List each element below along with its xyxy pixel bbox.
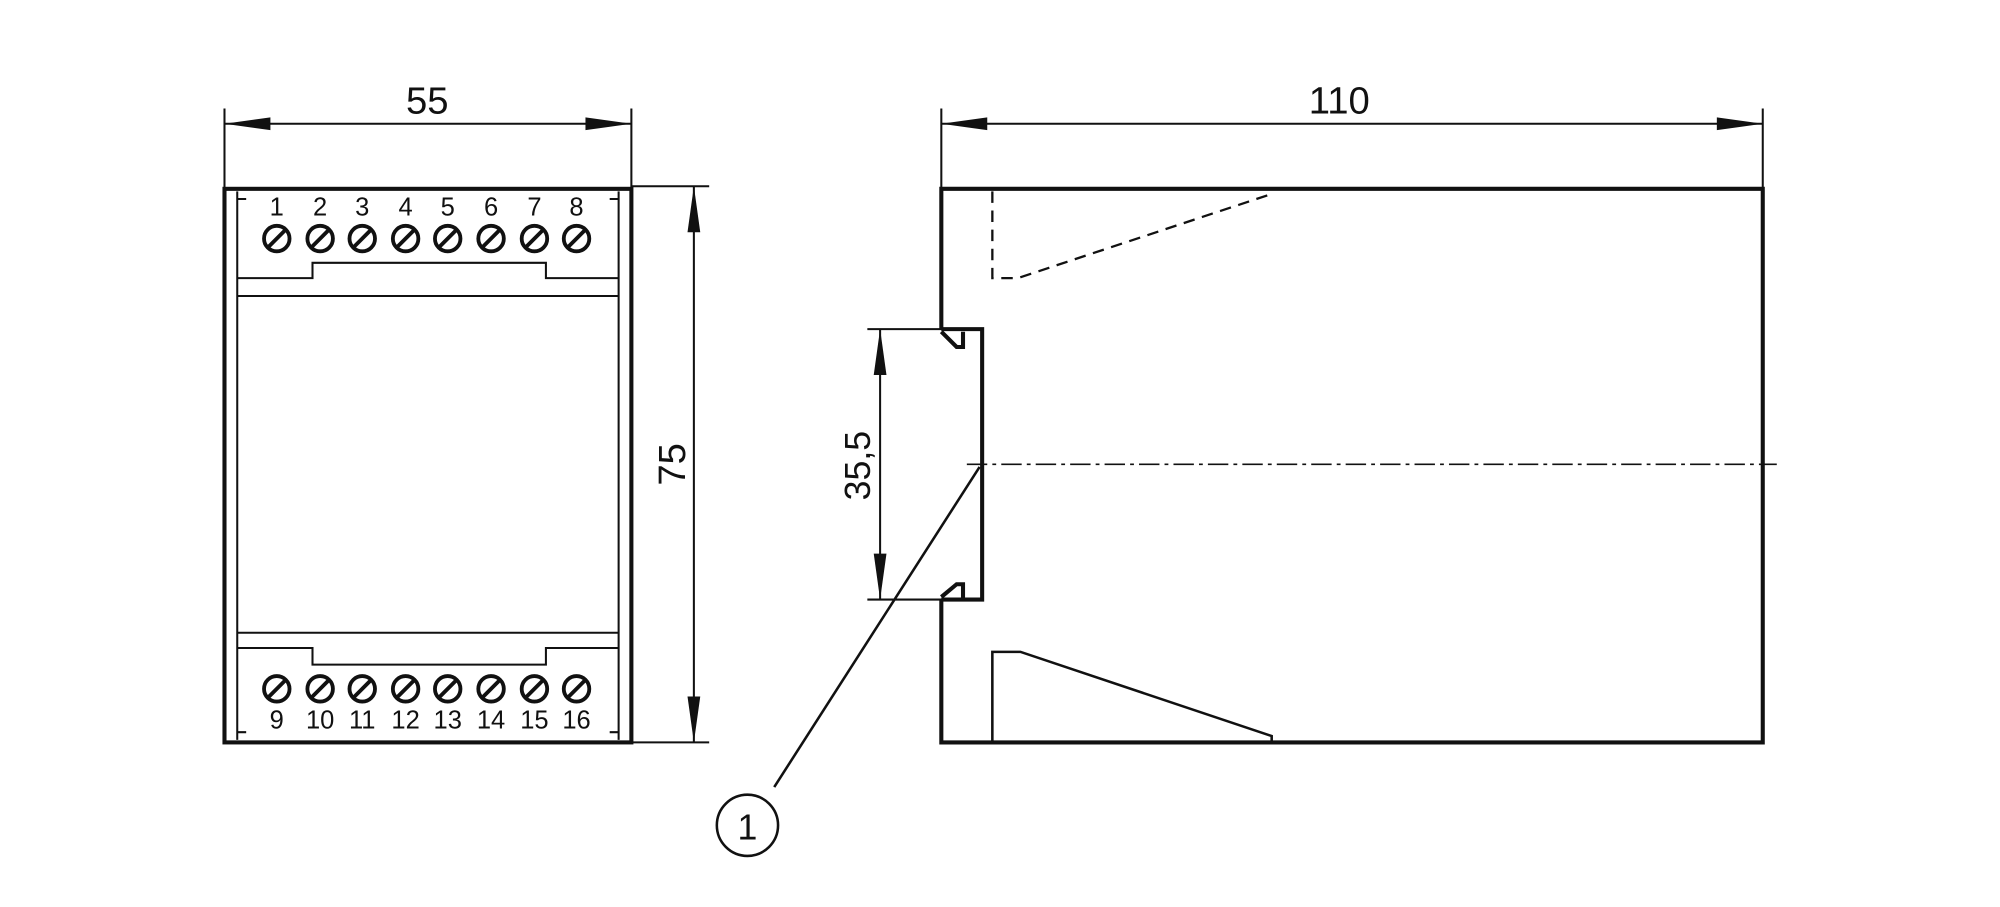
screw-slot-icon — [480, 678, 502, 700]
terminal: 15 — [519, 674, 550, 734]
terminal: 9 — [262, 674, 292, 734]
screw-slot-icon — [524, 678, 545, 700]
side-housing-outline — [939, 186, 1765, 745]
terminal-number: 8 — [569, 194, 583, 222]
terminal: 16 — [561, 674, 592, 734]
terminal-number: 6 — [484, 194, 498, 222]
terminal-number: 3 — [355, 194, 369, 222]
latch-profile — [991, 650, 1273, 743]
screw-slot-icon — [351, 678, 373, 700]
terminal-number: 1 — [270, 194, 284, 222]
terminal: 3 — [347, 194, 377, 254]
screw-icon — [390, 674, 421, 704]
terminal-number: 13 — [434, 706, 462, 734]
bottom-terminal-cover — [237, 646, 619, 666]
terminal-number: 4 — [399, 194, 413, 222]
front-housing-outline — [222, 186, 634, 745]
arrow-head — [585, 117, 632, 131]
screw-slot-icon — [566, 228, 587, 249]
screw-icon — [347, 674, 377, 704]
dim-55-label: 55 — [406, 80, 449, 123]
screw-slot-icon — [480, 228, 502, 249]
terminal: 6 — [476, 194, 506, 254]
terminal-number: 15 — [520, 706, 548, 734]
screw-slot-icon — [395, 228, 416, 249]
terminal-number: 12 — [391, 706, 419, 734]
terminal: 8 — [561, 194, 592, 254]
screw-icon — [519, 223, 550, 254]
terminal: 4 — [390, 194, 421, 254]
screw-slot-icon — [266, 228, 288, 249]
terminal-number: 7 — [527, 194, 541, 222]
hidden-latch — [991, 191, 1273, 280]
screw-slot-icon — [351, 228, 373, 249]
screw-icon — [561, 223, 592, 254]
terminal-number: 9 — [270, 706, 284, 734]
callout-circle — [715, 793, 780, 858]
terminal-number: 11 — [349, 706, 375, 734]
terminal: 2 — [305, 194, 335, 254]
screw-icon — [519, 674, 550, 704]
side-view: 110 35,5 1 — [715, 80, 1777, 858]
terminal: 13 — [433, 674, 463, 734]
screw-icon — [262, 223, 292, 254]
terminal: 12 — [390, 674, 421, 734]
screw-icon — [476, 223, 506, 254]
arrow-head — [873, 553, 887, 600]
dim-110-label: 110 — [1309, 80, 1370, 123]
terminal: 10 — [305, 674, 335, 734]
screw-slot-icon — [266, 678, 288, 700]
terminal-number: 16 — [562, 706, 590, 734]
screw-icon — [433, 223, 463, 254]
screw-icon — [433, 674, 463, 704]
arrow-head — [687, 186, 701, 233]
terminal: 7 — [519, 194, 550, 254]
terminal-number: 2 — [313, 194, 327, 222]
arrow-head — [941, 117, 988, 131]
screw-icon — [476, 674, 506, 704]
dim-75-label: 75 — [651, 443, 694, 486]
screw-icon — [347, 223, 377, 254]
screw-icon — [561, 674, 592, 704]
screw-slot-icon — [309, 228, 331, 249]
terminal: 11 — [347, 674, 377, 734]
arrow-head — [873, 329, 887, 376]
screw-slot-icon — [437, 228, 458, 249]
screw-icon — [305, 223, 335, 254]
corner-marks — [237, 198, 619, 734]
screw-icon — [262, 674, 292, 704]
screw-icon — [390, 223, 421, 254]
terminal-number: 14 — [477, 706, 505, 734]
bottom-terminal-row: 9 10 11 12 13 14 15 16 — [262, 674, 592, 734]
arrow-head — [687, 696, 701, 743]
terminal-number: 10 — [306, 706, 334, 734]
dim-rail-label: 35,5 — [838, 431, 878, 500]
terminal: 14 — [476, 674, 506, 734]
callout-leader — [773, 466, 981, 788]
screw-slot-icon — [309, 678, 331, 700]
terminal-number: 5 — [441, 194, 455, 222]
arrow-head — [224, 117, 271, 131]
callout-label: 1 — [738, 807, 758, 847]
terminal: 5 — [433, 194, 463, 254]
screw-slot-icon — [437, 678, 458, 700]
top-terminal-cover — [237, 261, 619, 280]
arrow-head — [1716, 117, 1763, 131]
terminal: 1 — [262, 194, 292, 254]
screw-icon — [305, 674, 335, 704]
screw-slot-icon — [524, 228, 545, 249]
screw-slot-icon — [395, 678, 416, 700]
screw-slot-icon — [566, 678, 587, 700]
